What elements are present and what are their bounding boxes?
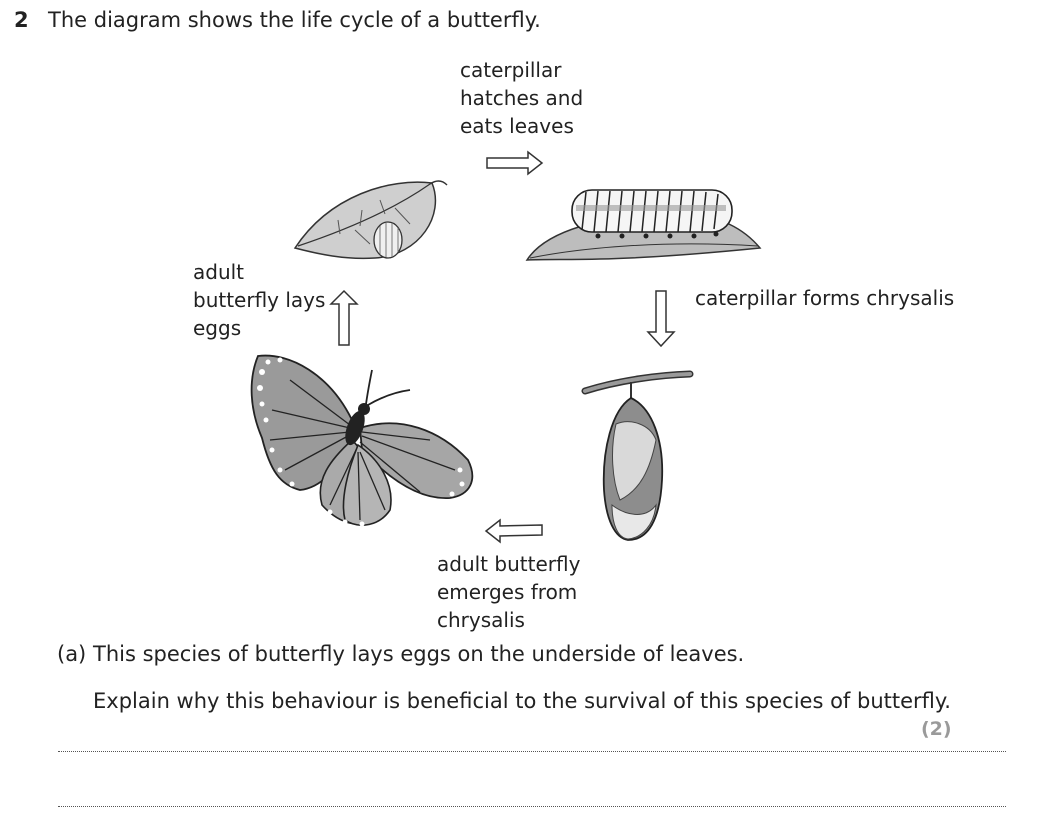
arrow-right-icon — [486, 150, 544, 176]
part-a-letter: (a) — [57, 642, 87, 666]
stage-label-hatch: caterpillar hatches and eats leaves — [460, 56, 583, 140]
stage-label-emerge: adult butterfly emerges from chrysalis — [437, 550, 580, 634]
arrow-left-icon — [484, 518, 543, 544]
part-a-statement: This species of butterfly lays eggs on t… — [93, 642, 745, 666]
answer-line[interactable] — [58, 751, 1006, 752]
question-number: 2 — [14, 8, 29, 32]
label-line: eggs — [193, 316, 242, 340]
chrysalis-illustration — [581, 370, 694, 541]
label-line: hatches and — [460, 86, 584, 110]
stage-label-lay: adult butterfly lays eggs — [193, 258, 325, 342]
label-line: eats leaves — [460, 114, 574, 138]
label-line: emerges from — [437, 580, 578, 604]
butterfly-illustration — [250, 354, 474, 527]
egg-icon — [373, 221, 403, 259]
part-a-instruction: Explain why this behaviour is beneficial… — [93, 689, 951, 713]
answer-line[interactable] — [58, 806, 1006, 807]
question-text: The diagram shows the life cycle of a bu… — [48, 8, 541, 32]
label-line: butterfly lays — [193, 288, 326, 312]
arrow-down-icon — [646, 290, 676, 348]
label-line: adult butterfly — [437, 552, 581, 576]
label-line: chrysalis — [437, 608, 525, 632]
arrow-up-icon — [329, 289, 359, 346]
stage-label-chrysalis: caterpillar forms chrysalis — [695, 284, 954, 312]
leaf-with-egg-illustration — [293, 180, 448, 260]
label-line: caterpillar forms chrysalis — [695, 286, 955, 310]
caterpillar-on-leaf-illustration — [525, 189, 762, 261]
label-line: adult — [193, 260, 245, 284]
marks-indicator: (2) — [921, 718, 952, 740]
label-line: caterpillar — [460, 58, 562, 82]
